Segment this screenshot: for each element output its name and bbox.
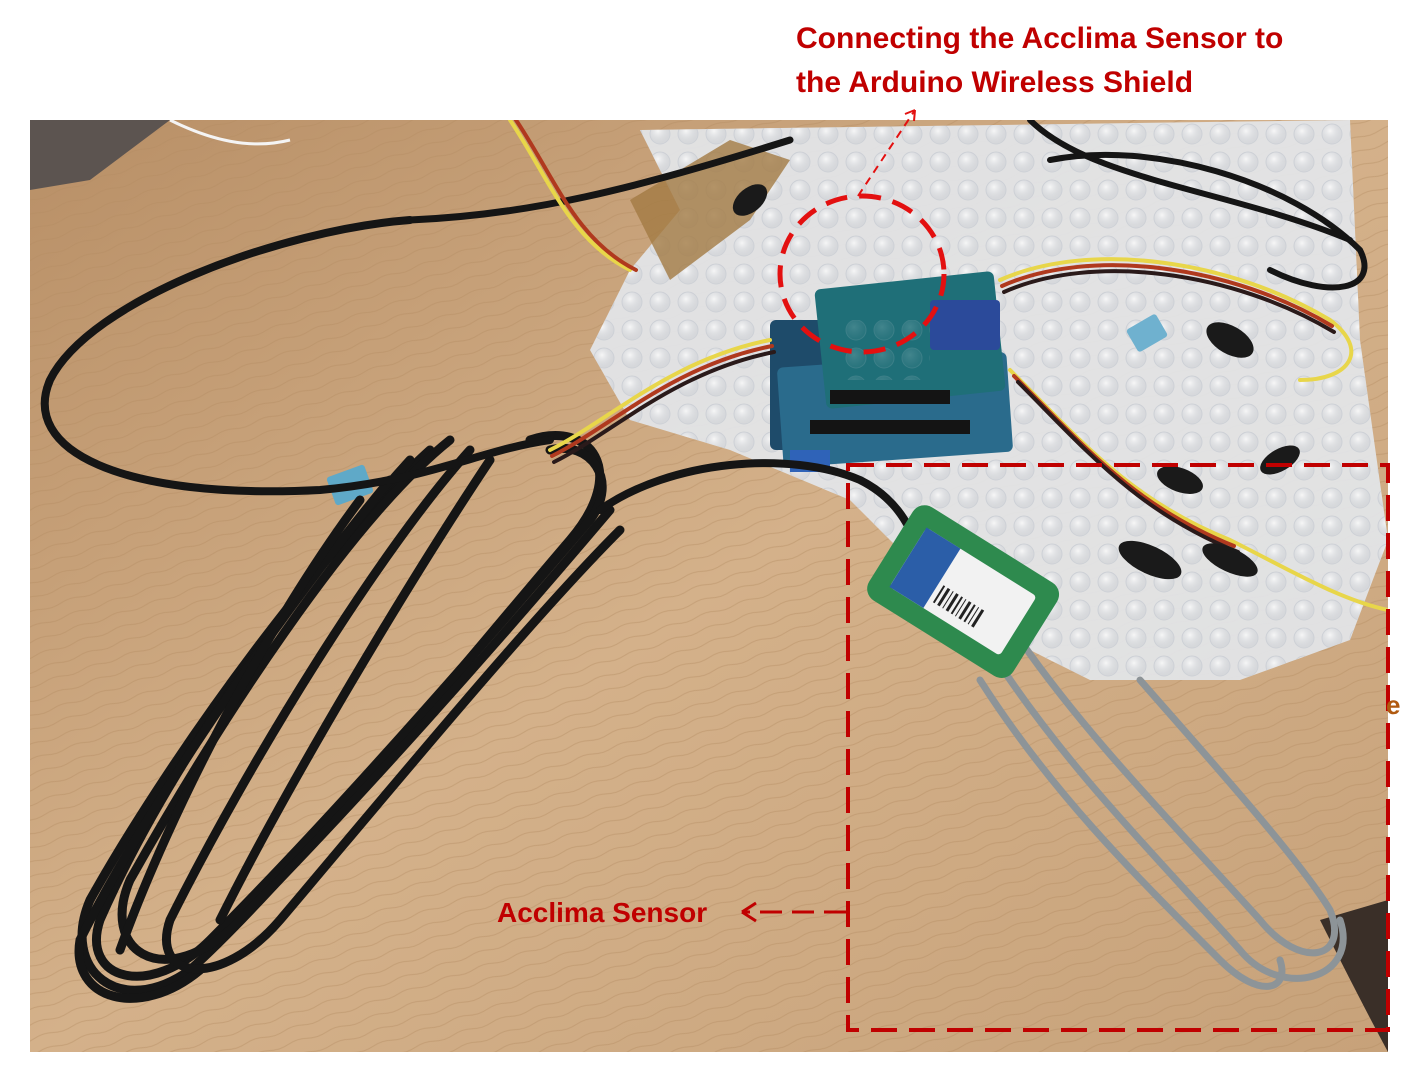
tape — [630, 140, 790, 280]
white-cable — [169, 120, 291, 146]
sensor-label: Acclima Sensor — [497, 897, 708, 928]
long-cable-loop — [40, 216, 554, 496]
connection-title-line-1: Connecting the Acclima Sensor to — [796, 22, 1284, 55]
connection-title-line-2: the Arduino Wireless Shield — [796, 66, 1194, 99]
edge-glyph: e — [1386, 690, 1401, 720]
coiled-cable — [74, 431, 625, 1003]
blue-module — [1126, 314, 1168, 352]
long-cable-top — [406, 136, 794, 224]
photo-background — [30, 120, 1388, 1052]
